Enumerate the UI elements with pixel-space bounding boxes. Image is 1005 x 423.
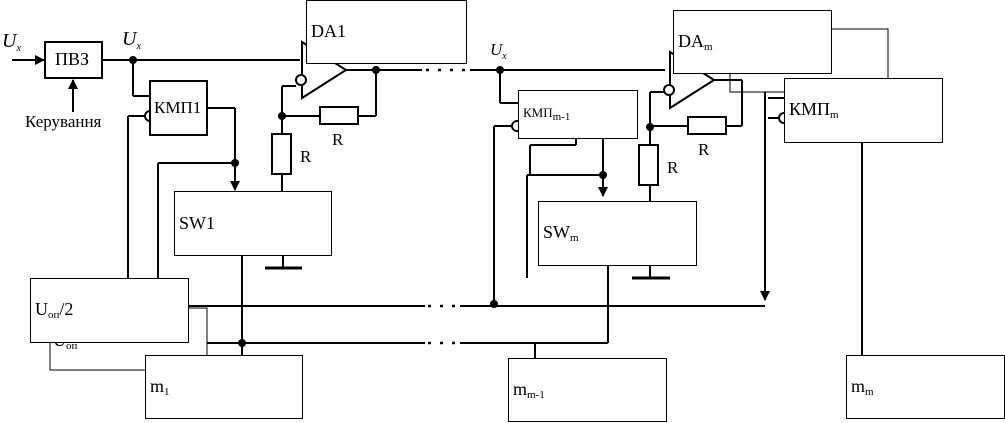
- uon-half-block: Uоп/2: [30, 278, 189, 343]
- kmp-m-1-block: КМПm-1: [518, 90, 638, 139]
- input-signal-label: Ux: [2, 30, 21, 54]
- resistor-label-feedback-m: R: [698, 140, 710, 159]
- control-label: Керування: [25, 112, 102, 131]
- resistor-label-ground: R: [300, 147, 312, 166]
- sw1-block: SW1: [174, 191, 332, 256]
- kmp1-block: КМП1: [149, 80, 208, 136]
- sw-m-block: SWm: [538, 201, 697, 266]
- signal-label-stage-m: Ux: [490, 40, 507, 62]
- m-m-block: mm: [846, 355, 1005, 419]
- da-m-block: DAm: [673, 10, 832, 74]
- signal-label-stage1: Ux: [122, 28, 141, 52]
- da1-block: DA1: [306, 0, 467, 64]
- m1-block: m1: [145, 355, 303, 419]
- resistor-label-feedback: R: [332, 130, 344, 149]
- kmp-m-block: КМПm: [784, 78, 943, 143]
- resistor-label-ground-m: R: [667, 158, 679, 177]
- m-m-1-block: mm-1: [508, 358, 667, 422]
- pvz-block: ПВЗ: [44, 41, 103, 79]
